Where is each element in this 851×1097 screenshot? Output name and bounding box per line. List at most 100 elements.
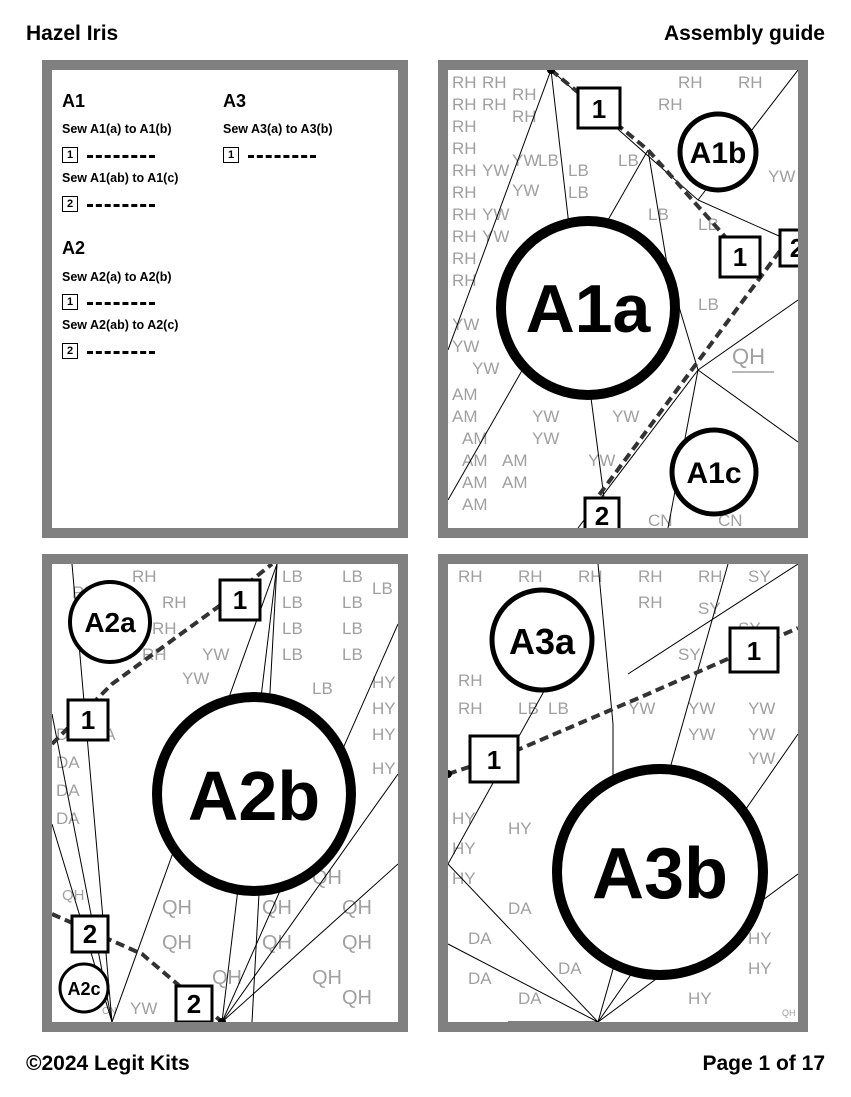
svg-text:AM: AM — [502, 451, 528, 470]
svg-text:RH: RH — [482, 95, 507, 114]
svg-text:LB: LB — [282, 619, 303, 638]
svg-text:RH: RH — [452, 271, 477, 290]
svg-text:RH: RH — [152, 619, 177, 638]
section-title-a1: A1 — [62, 91, 86, 111]
svg-text:YW: YW — [688, 699, 715, 718]
piece-a1b — [677, 111, 759, 193]
svg-text:DA: DA — [508, 899, 532, 918]
svg-text:DA: DA — [518, 989, 542, 1008]
svg-text:2: 2 — [187, 989, 201, 1019]
piece-label: A2b — [188, 757, 320, 835]
svg-text:RH: RH — [512, 107, 537, 126]
svg-text:LB: LB — [548, 699, 569, 718]
svg-text:RH: RH — [452, 117, 477, 136]
svg-text:LB: LB — [282, 593, 303, 612]
piece-a2c — [58, 962, 110, 1014]
svg-text:YW: YW — [482, 161, 509, 180]
piece-label: A1c — [686, 457, 741, 490]
svg-text:YW: YW — [482, 205, 509, 224]
seam-endpoint — [218, 1018, 226, 1022]
section-title-a2: A2 — [62, 238, 86, 258]
svg-text:2: 2 — [595, 501, 609, 528]
svg-text:CN: CN — [648, 511, 673, 528]
svg-text:RH: RH — [658, 95, 683, 114]
svg-text:YW: YW — [452, 337, 479, 356]
step-number-badge: 1 — [223, 147, 239, 163]
svg-text:DA: DA — [558, 959, 582, 978]
svg-text:YW: YW — [612, 407, 639, 426]
svg-text:RH: RH — [162, 593, 187, 612]
svg-text:LB: LB — [568, 161, 589, 180]
step-number-badge: 2 — [62, 343, 78, 359]
step-text: Sew A2(ab) to A2(c) — [62, 318, 179, 332]
svg-text:1: 1 — [81, 705, 95, 735]
svg-text:YW: YW — [748, 725, 775, 744]
svg-text:AM: AM — [502, 473, 528, 492]
svg-text:RH: RH — [452, 95, 477, 114]
svg-text:RH: RH — [452, 227, 477, 246]
svg-text:LB: LB — [372, 579, 393, 598]
svg-text:QH: QH — [342, 897, 372, 919]
svg-text:RH: RH — [458, 567, 483, 586]
svg-text:RH: RH — [132, 567, 157, 586]
svg-text:YW: YW — [130, 999, 157, 1018]
piece-label: A1a — [526, 271, 652, 347]
svg-text:DA: DA — [56, 753, 80, 772]
step-number-badge: 1 — [62, 147, 78, 163]
svg-text:RH: RH — [512, 85, 537, 104]
svg-text:RH: RH — [638, 567, 663, 586]
seam-line-legend — [87, 204, 155, 207]
svg-text:YW: YW — [532, 429, 559, 448]
svg-text:YW: YW — [688, 725, 715, 744]
svg-text:YW: YW — [512, 151, 539, 170]
svg-text:LB: LB — [342, 645, 363, 664]
svg-text:HY: HY — [372, 725, 396, 744]
svg-text:RH: RH — [458, 671, 483, 690]
svg-text:LB: LB — [312, 679, 333, 698]
svg-text:1: 1 — [233, 585, 247, 615]
svg-text:SY: SY — [698, 599, 721, 618]
instructions-panel: A1 Sew A1(a) to A1(b) 1 Sew A1(ab) to A1… — [42, 60, 408, 538]
piece-a1a — [496, 216, 680, 400]
svg-text:QH: QH — [262, 932, 292, 954]
pattern-name: Hazel Iris — [26, 22, 119, 45]
svg-text:1: 1 — [733, 242, 747, 272]
piece-label: A2a — [84, 607, 136, 638]
svg-text:LB: LB — [538, 151, 559, 170]
step-number-badge: 1 — [62, 294, 78, 310]
svg-text:YW: YW — [748, 699, 775, 718]
svg-text:LB: LB — [342, 619, 363, 638]
svg-text:HY: HY — [452, 809, 476, 828]
svg-text:1: 1 — [592, 94, 606, 124]
piece-label: A3a — [509, 621, 576, 662]
step-text: Sew A3(a) to A3(b) — [223, 122, 333, 136]
svg-text:LB: LB — [342, 567, 363, 586]
svg-text:QH: QH — [262, 897, 292, 919]
document-title: Assembly guide — [663, 22, 825, 45]
svg-text:DA: DA — [468, 929, 492, 948]
seam-line-legend — [87, 155, 155, 158]
piece-label: A2c — [67, 979, 100, 999]
page-number: Page 1 of 17 — [702, 1052, 825, 1075]
svg-text:RH: RH — [738, 73, 763, 92]
copyright: ©2024 Legit Kits — [26, 1052, 190, 1075]
svg-text:YW: YW — [768, 167, 795, 186]
svg-text:QH: QH — [162, 897, 192, 919]
svg-text:QH: QH — [732, 344, 765, 369]
svg-text:HY: HY — [372, 699, 396, 718]
svg-text:RH: RH — [678, 73, 703, 92]
svg-text:AM: AM — [462, 429, 488, 448]
svg-text:YW: YW — [588, 451, 615, 470]
section-title-a3: A3 — [223, 91, 247, 111]
seam-line-legend — [248, 155, 316, 158]
svg-text:QH: QH — [162, 932, 192, 954]
svg-text:RH: RH — [698, 567, 723, 586]
svg-text:SY: SY — [748, 567, 771, 586]
svg-text:QH: QH — [342, 932, 372, 954]
svg-text:LB: LB — [518, 699, 539, 718]
step-text: Sew A1(ab) to A1(c) — [62, 171, 179, 185]
